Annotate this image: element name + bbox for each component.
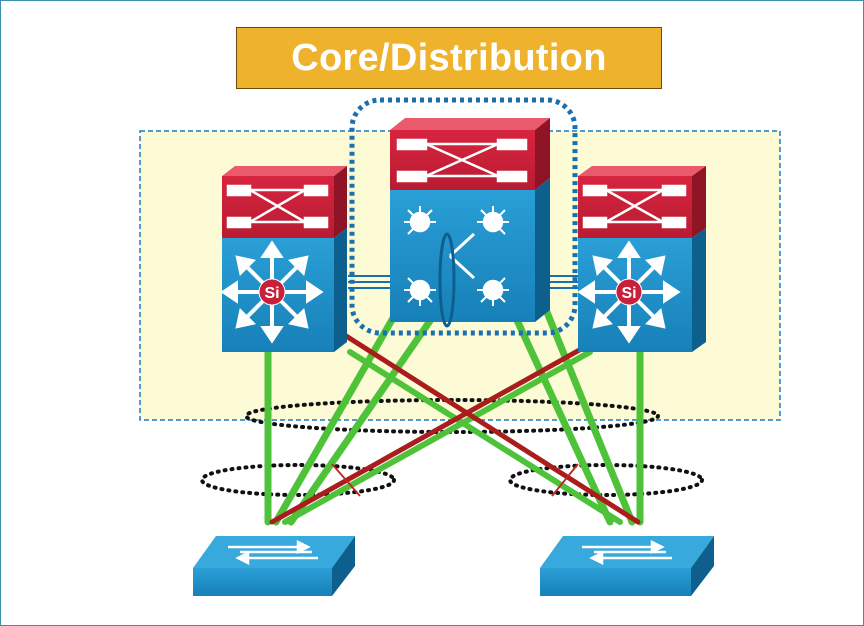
- core-center-red-top: [390, 118, 550, 130]
- access-left-front: [193, 568, 332, 596]
- core-left-blue-side: [334, 228, 347, 352]
- core-right-red-top: [578, 166, 706, 176]
- core-center-blue-front: [390, 190, 535, 322]
- crossbar-icon: [226, 184, 329, 229]
- core-switch-right[interactable]: Si: [577, 166, 706, 352]
- diagram-title: Core/Distribution: [291, 36, 607, 79]
- access-right-side: [691, 536, 714, 596]
- block-mark-right: [551, 463, 579, 497]
- si-badge: [258, 278, 286, 306]
- uplink-cross-left-to-right: [347, 349, 623, 525]
- uplink-right-center-b: [534, 286, 636, 526]
- blocked-link-left-core-to-right-access: [340, 331, 641, 525]
- blocked-links: [269, 331, 641, 525]
- core-left-red-side: [334, 166, 347, 238]
- block-mark-left: [331, 463, 361, 497]
- si-badge: [615, 278, 643, 306]
- core-switch-center[interactable]: [390, 118, 550, 328]
- port-channel-oval: [438, 232, 456, 328]
- crossbar-icon: [582, 184, 687, 229]
- blocked-link-right-core-to-left-access: [269, 331, 611, 525]
- si-label: Si: [264, 285, 279, 302]
- vss-outline: [349, 97, 578, 336]
- access-left-side: [332, 536, 355, 596]
- si-label: Si: [621, 285, 636, 302]
- core-right-red-side: [692, 166, 706, 238]
- ring-lower-left: [200, 463, 396, 497]
- access-switch-right[interactable]: [540, 536, 714, 596]
- core-center-red-side: [535, 118, 550, 190]
- crossbar-icon: [396, 138, 528, 183]
- core-left-red-top: [222, 166, 347, 176]
- uplink-left-center-b: [287, 314, 436, 526]
- block-marks: [331, 463, 579, 497]
- core-right-blue-side: [692, 228, 706, 352]
- ring-lower-right: [508, 463, 704, 497]
- uplink-right-center-a: [512, 314, 614, 526]
- core-center-blue-side: [535, 178, 550, 322]
- core-switch-left[interactable]: Si: [220, 166, 347, 352]
- uplink-cross-right-to-left: [282, 349, 593, 525]
- switch-arrows-icon: [228, 539, 318, 566]
- switch-arrows-icon: [582, 539, 672, 566]
- access-right-front: [540, 568, 691, 596]
- title-banner: Core/Distribution: [236, 27, 662, 89]
- access-switch-left[interactable]: [193, 536, 355, 596]
